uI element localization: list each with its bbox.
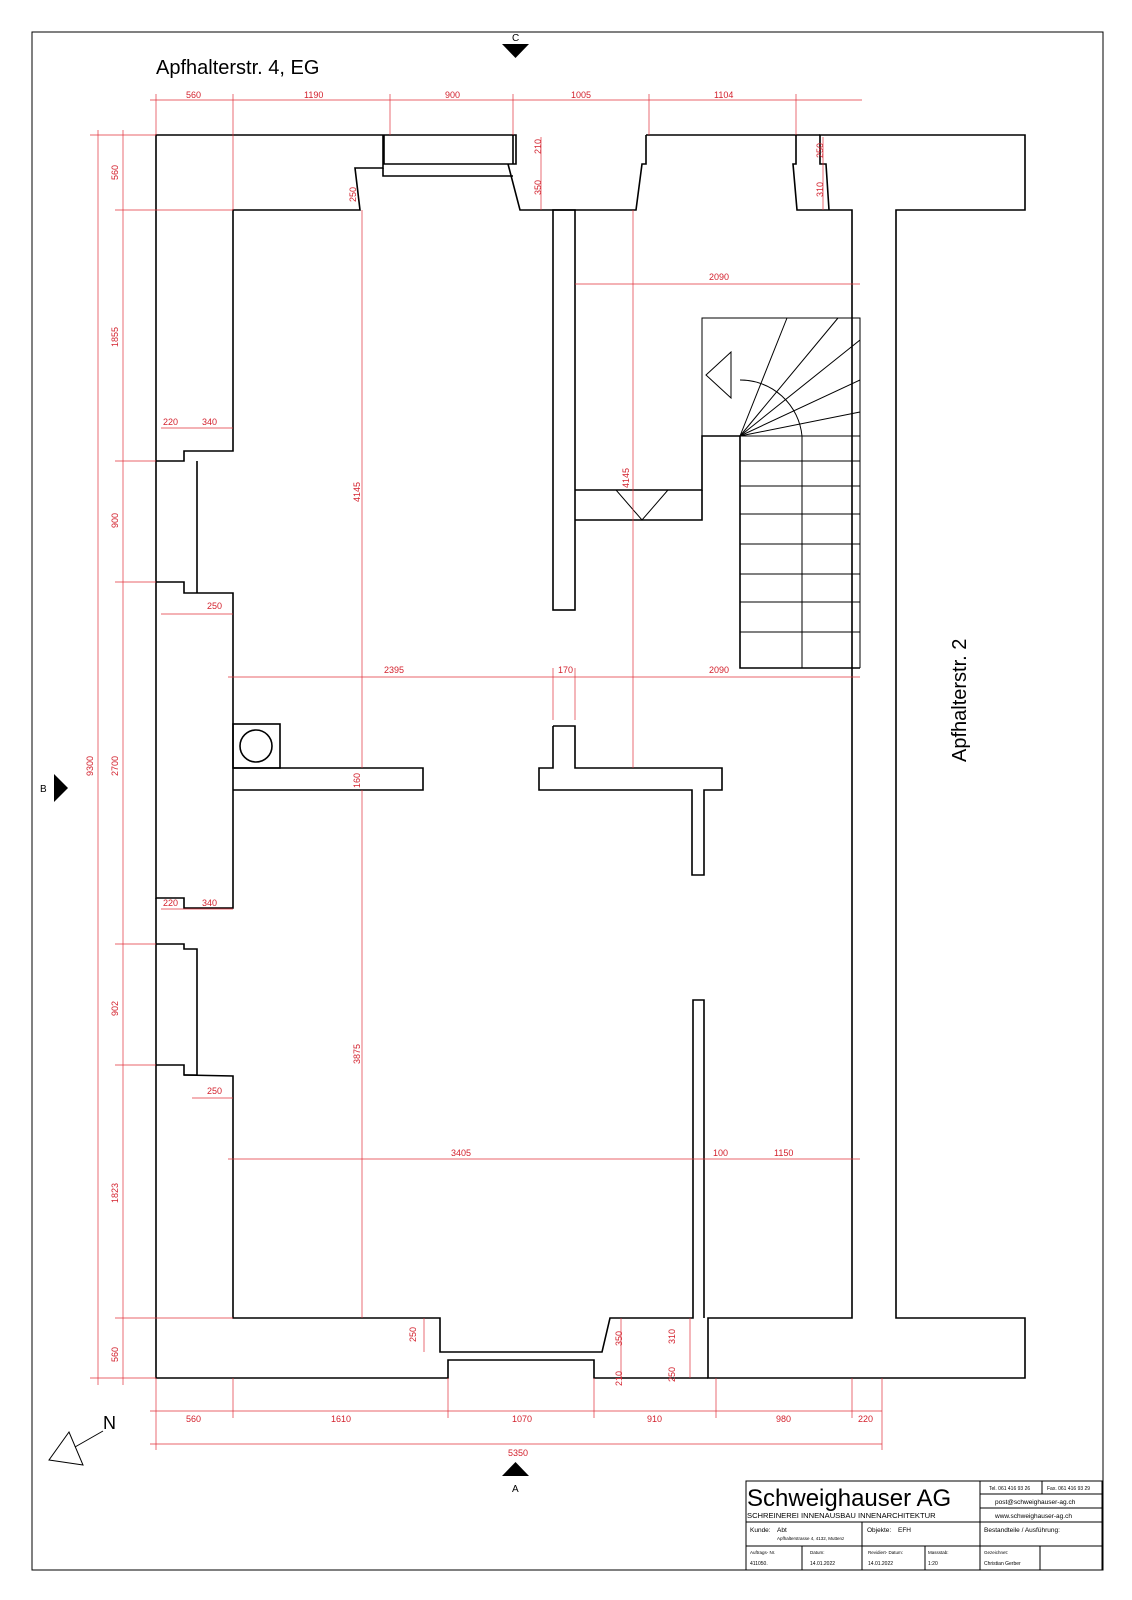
svg-text:210: 210	[614, 1371, 624, 1386]
dim-top-4: 1005	[571, 90, 591, 100]
svg-text:340: 340	[202, 898, 217, 908]
dim-top-3: 900	[445, 90, 460, 100]
dim-bottom-4: 910	[647, 1414, 662, 1424]
dim-left-6: 1823	[110, 1183, 120, 1203]
svg-text:3875: 3875	[352, 1044, 362, 1064]
section-mark-left: B	[40, 774, 68, 802]
svg-text:220: 220	[163, 898, 178, 908]
svg-text:C: C	[512, 33, 519, 44]
sheet-border	[31, 31, 1104, 1571]
dim-total-width: 5350	[508, 1448, 528, 1458]
dim-left-5: 902	[110, 1001, 120, 1016]
section-mark-top: C	[502, 33, 529, 58]
svg-text:350: 350	[614, 1331, 624, 1346]
svg-text:4145: 4145	[352, 482, 362, 502]
svg-text:250: 250	[207, 601, 222, 611]
section-mark-bottom: A	[502, 1462, 529, 1495]
svg-text:14.01.2022: 14.01.2022	[868, 1561, 893, 1567]
title-block: Schweighauser AG SCHREINEREI INNENAUSBAU…	[745, 1480, 1103, 1571]
svg-text:Auftrags- Nr.: Auftrags- Nr.	[750, 1550, 775, 1555]
dim-left-3: 900	[110, 513, 120, 528]
dim-bottom-6: 220	[858, 1414, 873, 1424]
svg-text:Datum:: Datum:	[810, 1550, 825, 1555]
svg-text:2090: 2090	[709, 272, 729, 282]
svg-text:250: 250	[815, 143, 825, 158]
dim-left-4: 2700	[110, 756, 120, 776]
staircase	[575, 317, 861, 669]
svg-text:2090: 2090	[709, 665, 729, 675]
plan-title: Apfhalterstr. 4, EG	[156, 57, 319, 79]
svg-text:A: A	[512, 1484, 519, 1495]
svg-text:310: 310	[667, 1329, 677, 1344]
svg-text:250: 250	[348, 187, 358, 202]
svg-text:Tel. 061 416 93 26: Tel. 061 416 93 26	[989, 1486, 1030, 1492]
svg-text:Apfhalterstrasse 4, 4132, Mutt: Apfhalterstrasse 4, 4132, Muttenz	[777, 1536, 845, 1541]
svg-text:160: 160	[352, 773, 362, 788]
svg-text:310: 310	[815, 182, 825, 197]
walls	[155, 134, 1026, 1379]
dimension-lines	[90, 94, 883, 1450]
svg-text:100: 100	[713, 1148, 728, 1158]
svg-text:Fax. 061 416 93 29: Fax. 061 416 93 29	[1047, 1486, 1090, 1492]
street-label: Apfhalterstr. 2	[949, 639, 971, 762]
company-name: Schweighauser AG	[747, 1485, 951, 1512]
svg-text:N: N	[103, 1413, 116, 1433]
svg-text:EFH: EFH	[898, 1527, 911, 1534]
dim-top-2: 1190	[304, 90, 323, 100]
svg-text:220: 220	[163, 417, 178, 427]
svg-text:350: 350	[533, 180, 543, 195]
svg-text:Revidiert- Datum:: Revidiert- Datum:	[868, 1550, 903, 1555]
dim-bottom-5: 980	[776, 1414, 791, 1424]
dim-left-1: 560	[110, 165, 120, 180]
svg-text:Bestandteile / Ausführung:: Bestandteile / Ausführung:	[984, 1527, 1060, 1534]
svg-text:14.01.2022: 14.01.2022	[810, 1561, 835, 1567]
dim-left-2: 1855	[110, 327, 120, 347]
svg-text:250: 250	[207, 1086, 222, 1096]
svg-text:3405: 3405	[451, 1148, 471, 1158]
dimension-labels: 560 1190 900 1005 1104 560 1610 1070 910…	[85, 90, 873, 1458]
svg-text:250: 250	[408, 1327, 418, 1342]
svg-text:Objekte:: Objekte:	[867, 1527, 891, 1534]
svg-text:250: 250	[667, 1367, 677, 1382]
svg-text:411050.: 411050.	[750, 1561, 768, 1567]
dim-bottom-3: 1070	[512, 1414, 532, 1424]
svg-text:Gezeichnet:: Gezeichnet:	[984, 1550, 1008, 1555]
dim-bottom-1: 560	[186, 1414, 201, 1424]
svg-text:Abt: Abt	[777, 1527, 787, 1534]
stair-arrow-icon	[705, 350, 732, 400]
svg-text:2395: 2395	[384, 665, 404, 675]
svg-text:Massstab:: Massstab:	[928, 1550, 949, 1555]
svg-text:210: 210	[533, 139, 543, 154]
svg-text:post@schweighauser-ag.ch: post@schweighauser-ag.ch	[995, 1499, 1076, 1506]
dim-top-1: 560	[186, 90, 201, 100]
north-arrow-icon: N	[48, 1413, 116, 1466]
svg-text:1:20: 1:20	[928, 1561, 938, 1567]
svg-text:Kunde:: Kunde:	[750, 1527, 771, 1534]
dim-top-5: 1104	[714, 90, 733, 100]
stair-direction-icon	[614, 489, 670, 521]
svg-text:1150: 1150	[774, 1148, 793, 1158]
svg-text:340: 340	[202, 417, 217, 427]
svg-text:www.schweighauser-ag.ch: www.schweighauser-ag.ch	[994, 1513, 1072, 1520]
svg-text:B: B	[40, 784, 47, 795]
company-subtitle: SCHREINEREI INNENAUSBAU INNENARCHITEKTUR	[747, 1511, 936, 1520]
dim-total-height: 9300	[85, 756, 95, 776]
dim-bottom-2: 1610	[331, 1414, 351, 1424]
svg-text:Christian Gerber: Christian Gerber	[984, 1561, 1021, 1567]
dim-left-7: 560	[110, 1347, 120, 1362]
svg-text:170: 170	[558, 665, 573, 675]
svg-text:4145: 4145	[621, 468, 631, 488]
